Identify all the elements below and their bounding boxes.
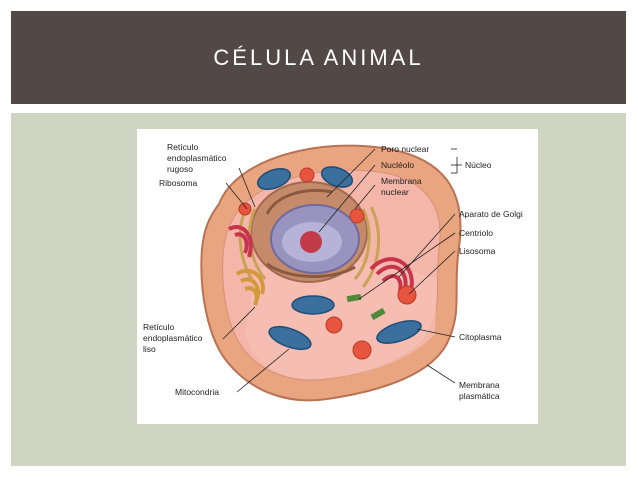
slide-title: CÉLULA ANIMAL: [213, 44, 424, 70]
golgi-apparatus: [369, 257, 414, 292]
label-nuclear-pore: Poro nuclear: [381, 144, 429, 154]
label-golgi: Aparato de Golgi: [459, 209, 523, 219]
mitochondria: [256, 166, 422, 351]
label-mitochondria: Mitocondria: [175, 387, 219, 397]
label-rough-er-2: endoplasmático: [167, 153, 227, 163]
cell-diagram: Retículo endoplasmático rugoso Ribosoma …: [137, 129, 538, 424]
label-plasma-membrane-2: plasmática: [459, 391, 500, 401]
centrioles: [346, 293, 386, 321]
label-ribosome: Ribosoma: [159, 178, 198, 188]
label-nucleus: Núcleo: [465, 160, 492, 170]
label-smooth-er-1: Retículo: [143, 322, 174, 332]
label-rough-er-3: rugoso: [167, 164, 193, 174]
label-rough-er-1: Retículo: [167, 142, 198, 152]
label-centriole: Centriolo: [459, 228, 493, 238]
label-smooth-er-3: liso: [143, 344, 156, 354]
smooth-er: [235, 268, 265, 306]
label-plasma-membrane-1: Membrana: [459, 380, 500, 390]
golgi-left: [228, 225, 253, 258]
title-bar: CÉLULA ANIMAL: [11, 11, 626, 104]
cell-illustration: Retículo endoplasmático rugoso Ribosoma …: [143, 142, 523, 402]
label-cytoplasm: Citoplasma: [459, 332, 502, 342]
lysosomes: [238, 167, 417, 360]
label-lysosome: Lisosoma: [459, 246, 496, 256]
label-smooth-er-2: endoplasmático: [143, 333, 203, 343]
label-nuclear-membrane-2: nuclear: [381, 187, 409, 197]
label-nucleolus: Nucléolo: [381, 160, 414, 170]
nucleus: [250, 181, 368, 283]
leader-lines: [222, 148, 462, 393]
label-nuclear-membrane-1: Membrana: [381, 176, 422, 186]
